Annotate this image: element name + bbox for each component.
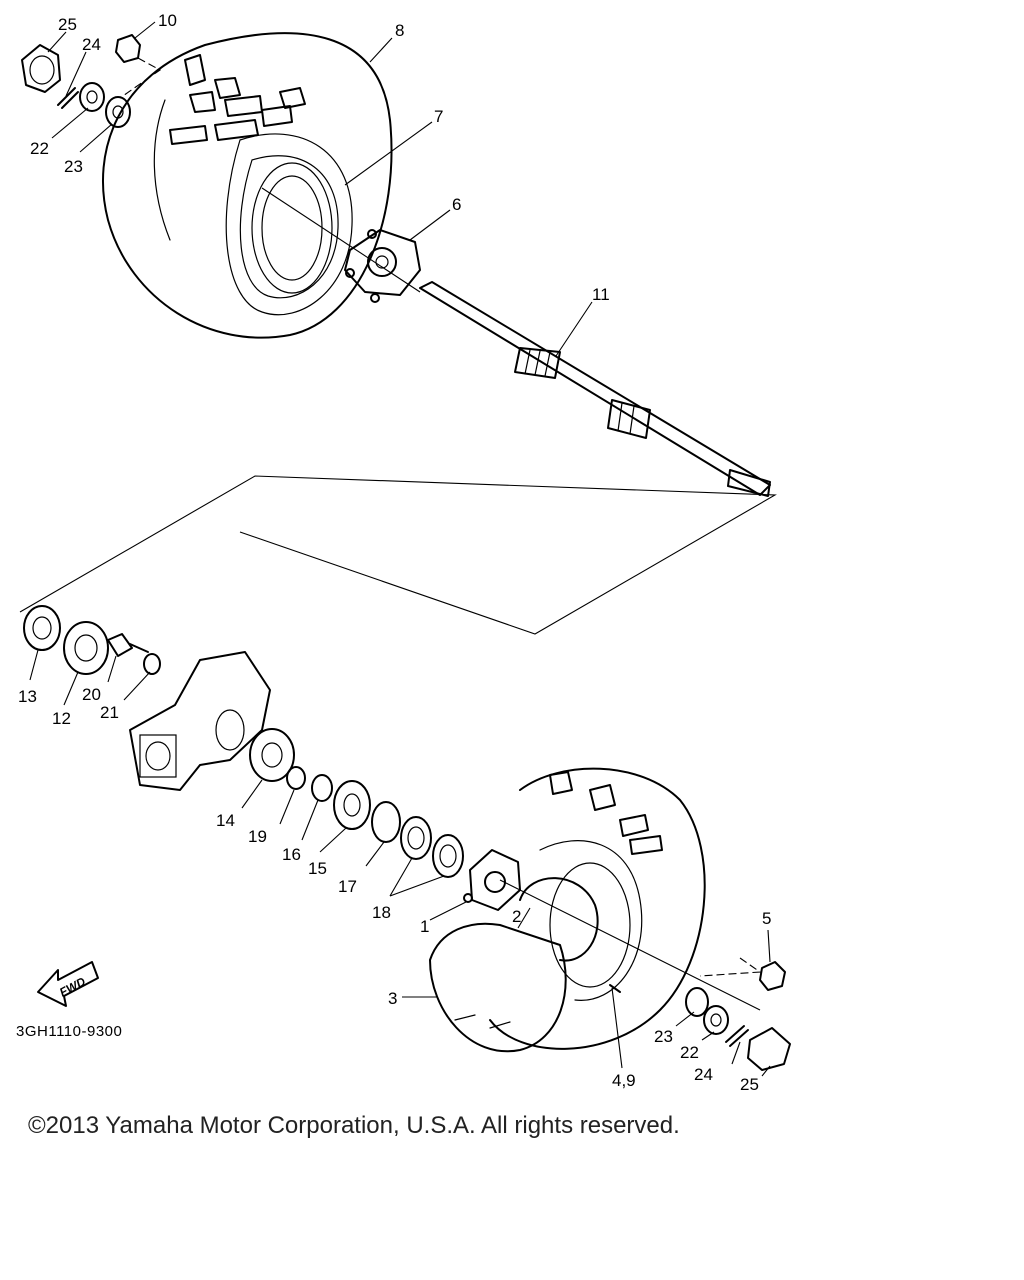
upper-hub (344, 229, 421, 303)
label-4-9: 4,9 (612, 1071, 636, 1090)
lower-tire (429, 767, 706, 1053)
upper-tire (101, 32, 393, 339)
label-12: 12 (52, 709, 71, 728)
label-13: 13 (18, 687, 37, 706)
lower-hub (463, 849, 521, 911)
label-8: 8 (395, 21, 404, 40)
label-1: 1 (420, 917, 429, 936)
assembly-boundary-line (19, 475, 777, 635)
label-21: 21 (100, 703, 119, 722)
label-16: 16 (282, 845, 301, 864)
label-25-top: 25 (58, 15, 77, 34)
label-20: 20 (82, 685, 101, 704)
label-25-bottom: 25 (740, 1075, 759, 1094)
label-7: 7 (434, 107, 443, 126)
label-6: 6 (452, 195, 461, 214)
label-18: 18 (372, 903, 391, 922)
leader-lines (29, 21, 771, 1077)
lower-small-parts (609, 957, 791, 1071)
part-number-labels: 25 10 24 8 22 23 7 6 11 13 12 20 21 14 1… (18, 11, 771, 1094)
label-24-top: 24 (82, 35, 101, 54)
copyright-notice: ©2013 Yamaha Motor Corporation, U.S.A. A… (28, 1112, 680, 1139)
label-24-bottom: 24 (694, 1065, 713, 1084)
label-11: 11 (592, 285, 610, 304)
fwd-arrow-icon: FWD (37, 961, 99, 1007)
label-23-top: 23 (64, 157, 83, 176)
rear-axle (419, 281, 771, 497)
label-23-bottom: 23 (654, 1027, 673, 1046)
upper-small-parts (21, 34, 162, 128)
label-17: 17 (338, 877, 357, 896)
drawing-code: 3GH1110-9300 (16, 1023, 122, 1040)
label-19: 19 (248, 827, 267, 846)
label-5: 5 (762, 909, 771, 928)
label-22-top: 22 (30, 139, 49, 158)
label-14: 14 (216, 811, 235, 830)
label-3: 3 (388, 989, 397, 1008)
label-15: 15 (308, 859, 327, 878)
lower-left-parts (23, 605, 464, 878)
label-22-bottom: 22 (680, 1043, 699, 1062)
brake-drum (519, 877, 599, 962)
label-10: 10 (158, 11, 177, 30)
label-2: 2 (512, 907, 521, 926)
